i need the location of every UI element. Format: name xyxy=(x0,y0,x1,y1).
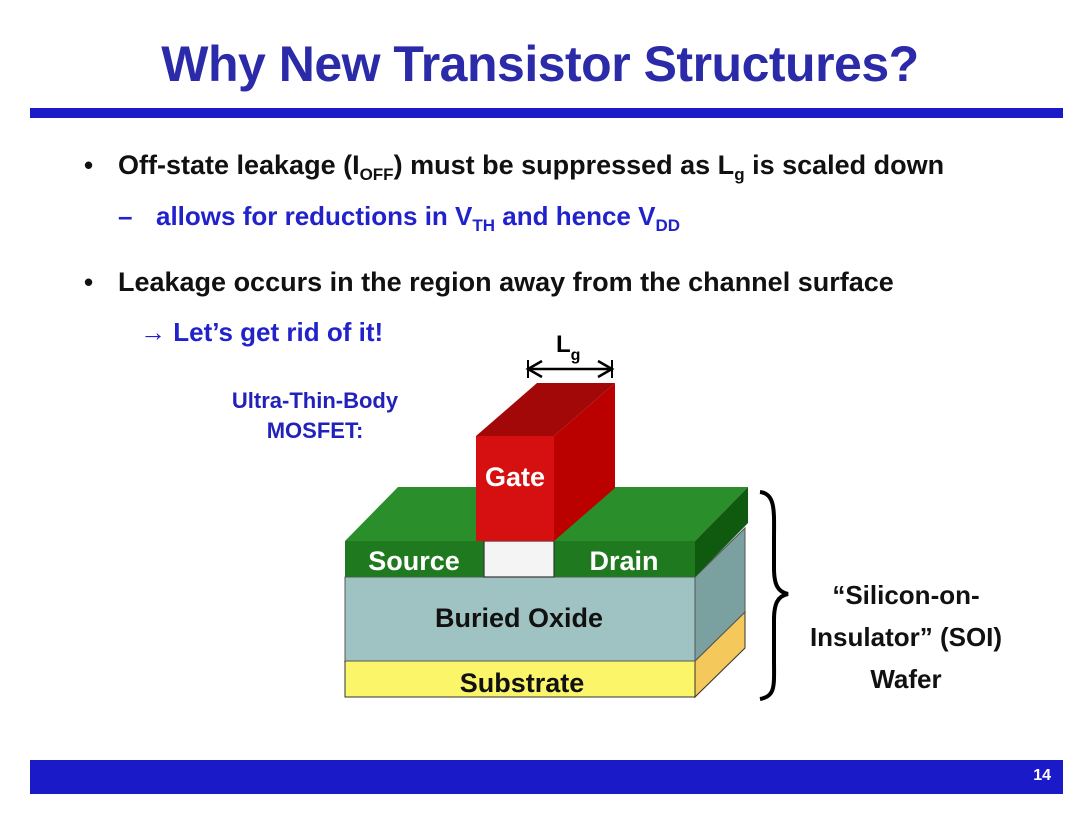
buried-oxide-label: Buried Oxide xyxy=(435,603,603,633)
slide-title: Why New Transistor Structures? xyxy=(161,36,919,92)
drain-label: Drain xyxy=(589,546,658,576)
lg-label: Lg xyxy=(556,331,580,364)
page-number: 14 xyxy=(1033,767,1051,784)
bullet-dot: • xyxy=(84,150,94,180)
sub-bullet-item: – allows for reductions in VTH and hence… xyxy=(118,201,680,234)
buried-oxide-layer xyxy=(344,526,746,663)
source-label: Source xyxy=(368,546,460,576)
gate-length-dimension: Lg xyxy=(525,331,615,379)
caption-line-2: MOSFET: xyxy=(266,418,364,443)
wafer-label-line-3: Wafer xyxy=(870,664,942,694)
gate-label: Gate xyxy=(485,462,545,492)
wafer-brace xyxy=(759,490,789,701)
wafer-label-line-1: “Silicon-on- xyxy=(832,580,980,610)
sub-bullet-text: allows for reductions in VTH and hence V… xyxy=(156,201,681,235)
channel-region xyxy=(483,540,555,578)
bullet-text: Leakage occurs in the region away from t… xyxy=(118,267,894,297)
substrate-label: Substrate xyxy=(460,668,585,698)
title-underline xyxy=(30,108,1063,118)
footer-bar: 14 xyxy=(30,760,1063,794)
gate-block xyxy=(476,383,615,541)
arrow-note: → Let’s get rid of it! xyxy=(140,317,384,347)
caption-line-1: Ultra-Thin-Body xyxy=(231,388,399,413)
sub-bullet-dash: – xyxy=(118,201,133,231)
wafer-label: “Silicon-on- Insulator” (SOI) Wafer xyxy=(786,574,1026,700)
diagram-caption: Ultra-Thin-Body MOSFET: xyxy=(200,386,430,446)
bullet-dot: • xyxy=(84,267,94,297)
bullet-text: Off-state leakage (IOFF) must be suppres… xyxy=(118,150,945,184)
wafer-label-line-2: Insulator” (SOI) xyxy=(809,622,1003,652)
